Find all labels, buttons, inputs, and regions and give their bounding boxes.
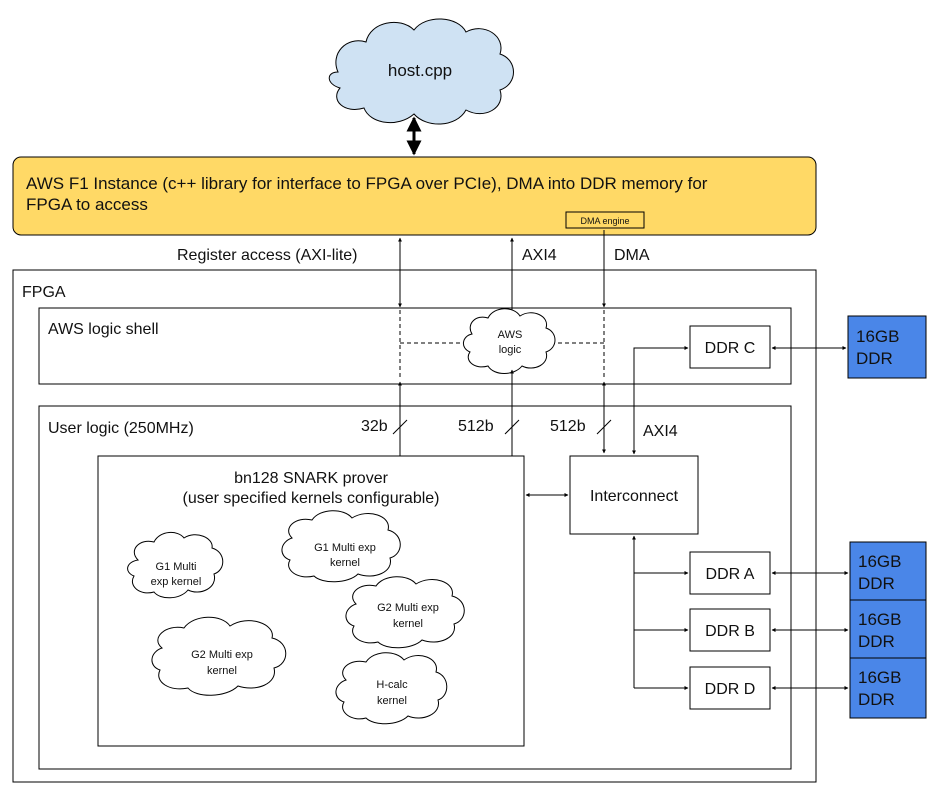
kernel-cloud-g1-b: G1 Multi exp kernel [281, 510, 401, 583]
external-ddr-c-line2: DDR [856, 349, 893, 368]
ddr-d-label: DDR D [705, 681, 756, 698]
kernel-cloud-g2-b: G2 Multi exp kernel [151, 616, 287, 696]
kernel-g1-b-line2: kernel [330, 557, 360, 569]
axi4-top-label: AXI4 [522, 247, 557, 264]
kernel-g2-a-line1: G2 Multi exp [377, 602, 439, 614]
kernel-cloud-g1-a-shape [127, 532, 224, 599]
interconnect-label: Interconnect [590, 488, 679, 505]
external-ddr-a-line1: 16GB [858, 552, 901, 571]
kernel-cloud-g2-b-shape [151, 616, 287, 696]
prover-title-line1: bn128 SNARK prover [234, 470, 389, 487]
external-ddr-b-line2: DDR [858, 632, 895, 651]
register-access-label: Register access (AXI-lite) [177, 247, 358, 264]
kernel-g1-a-line1: G1 Multi [156, 561, 197, 573]
kernel-g2-a-line2: kernel [393, 618, 423, 630]
dma-label: DMA [614, 247, 650, 264]
external-ddr-a: 16GB DDR [849, 541, 927, 601]
interconnect-box [569, 455, 699, 535]
dma-engine-label: DMA engine [580, 216, 629, 226]
slash-512b-b [596, 419, 612, 435]
prover-title-line2: (user specified kernels configurable) [182, 490, 439, 507]
host-cloud-shape [328, 18, 514, 125]
kernel-hcalc-line1: H-calc [376, 679, 408, 691]
aws-logic-cloud: AWS logic [463, 308, 556, 374]
kernel-hcalc-line2: kernel [377, 695, 407, 707]
aws-logic-cloud-line1: AWS [498, 329, 523, 341]
ddr-b-box [689, 608, 771, 652]
fpga-label: FPGA [22, 284, 66, 301]
aws-logic-shell-label: AWS logic shell [48, 321, 159, 338]
kernel-g2-b-line1: G2 Multi exp [191, 649, 253, 661]
external-ddr-d-box [849, 657, 927, 719]
host-label: host.cpp [388, 61, 452, 80]
host-cloud: host.cpp [328, 18, 514, 125]
slash-32b [392, 419, 408, 435]
external-ddr-d: 16GB DDR [849, 657, 927, 719]
aws-logic-shell-box [38, 307, 792, 385]
external-ddr-c: 16GB DDR [847, 315, 927, 379]
ddr-d-box [689, 666, 771, 710]
width-512b-a-label: 512b [458, 418, 494, 435]
kernel-cloud-hcalc: H-calc kernel [335, 652, 448, 725]
width-32b-label: 32b [361, 418, 388, 435]
ddr-a-label: DDR A [706, 566, 755, 583]
fpga-box [12, 269, 817, 783]
kernel-g2-b-line2: kernel [207, 665, 237, 677]
ddr-a-box [689, 551, 771, 595]
external-ddr-d-line2: DDR [858, 690, 895, 709]
external-ddr-b-line1: 16GB [858, 610, 901, 629]
user-logic-label: User logic (250MHz) [48, 420, 194, 437]
width-512b-b-label: 512b [550, 418, 586, 435]
external-ddr-d-line1: 16GB [858, 668, 901, 687]
kernel-cloud-g2-a-shape [345, 576, 465, 649]
kernel-cloud-g1-a: G1 Multi exp kernel [127, 532, 224, 599]
external-ddr-c-box [847, 315, 927, 379]
user-logic-box [38, 405, 792, 770]
kernel-cloud-g2-a: G2 Multi exp kernel [345, 576, 465, 649]
axi4-side-label: AXI4 [643, 423, 678, 440]
slash-512b-a [504, 419, 520, 435]
kernel-g1-a-line2: exp kernel [151, 576, 202, 588]
aws-logic-cloud-shape [463, 308, 556, 374]
interconnect-ddr-c-connector [632, 346, 689, 455]
external-ddr-a-box [849, 541, 927, 601]
external-ddr-a-line2: DDR [858, 574, 895, 593]
kernel-g1-b-line1: G1 Multi exp [314, 542, 376, 554]
kernel-cloud-g1-b-shape [281, 510, 401, 583]
dma-engine-box [565, 211, 645, 229]
ddr-b-label: DDR B [705, 623, 755, 640]
aws-f1-instance-line2: FPGA to access [26, 195, 148, 214]
aws-f1-instance: AWS F1 Instance (c++ library for interfa… [12, 156, 817, 236]
external-ddr-b-box [849, 599, 927, 659]
ddr-c-label: DDR C [705, 340, 756, 357]
external-ddr-c-line1: 16GB [856, 327, 899, 346]
kernel-cloud-hcalc-shape [335, 652, 448, 725]
aws-f1-instance-line1: AWS F1 Instance (c++ library for interfa… [26, 174, 708, 193]
external-ddr-b: 16GB DDR [849, 599, 927, 659]
ddr-c-box [689, 325, 771, 369]
aws-logic-cloud-line2: logic [499, 344, 522, 356]
